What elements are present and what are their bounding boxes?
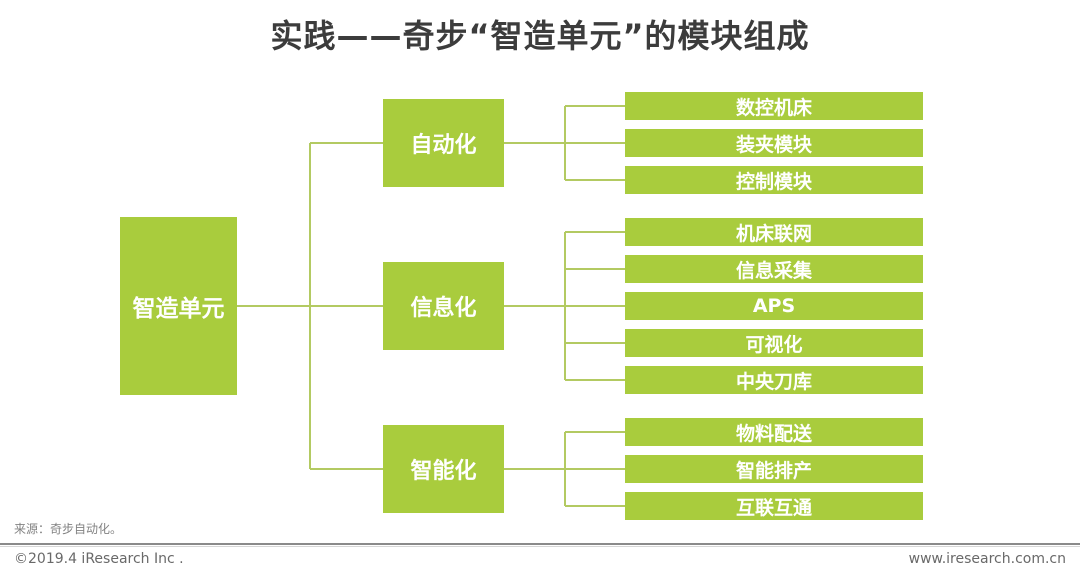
leaf-node-1-1: 数控机床 — [625, 92, 923, 120]
footer-divider — [0, 543, 1080, 547]
connector-line — [565, 231, 625, 233]
connector-line — [565, 268, 625, 270]
leaf-node-2-1: 机床联网 — [625, 218, 923, 246]
branch-node-1: 自动化 — [383, 99, 504, 187]
connector-line — [565, 105, 625, 107]
leaf-node-2-4: 可视化 — [625, 329, 923, 357]
leaf-node-2-2: 信息采集 — [625, 255, 923, 283]
leaf-node-2-3: APS — [625, 292, 923, 320]
root-node: 智造单元 — [120, 217, 237, 395]
connector-line — [237, 305, 310, 307]
connector-line — [565, 179, 625, 181]
connector-line — [504, 468, 565, 470]
page-title: 实践——奇步“智造单元”的模块组成 — [270, 17, 810, 55]
leaf-node-3-3: 互联互通 — [625, 492, 923, 520]
connector-line — [565, 379, 625, 381]
leaf-node-1-3: 控制模块 — [625, 166, 923, 194]
connector-line — [565, 142, 625, 144]
connector-line — [565, 305, 625, 307]
branch-node-3: 智能化 — [383, 425, 504, 513]
leaf-node-3-2: 智能排产 — [625, 455, 923, 483]
leaf-node-1-2: 装夹模块 — [625, 129, 923, 157]
connector-line — [504, 142, 565, 144]
connector-line — [310, 468, 383, 470]
connector-line — [310, 305, 383, 307]
leaf-node-3-1: 物料配送 — [625, 418, 923, 446]
connector-line — [565, 431, 625, 433]
connector-line — [565, 505, 625, 507]
branch-node-2: 信息化 — [383, 262, 504, 350]
source-note: 来源：奇步自动化。 — [14, 522, 123, 536]
connector-line — [565, 468, 625, 470]
leaf-node-2-5: 中央刀库 — [625, 366, 923, 394]
connector-line — [504, 305, 565, 307]
footer-copyright: ©2019.4 iResearch Inc . — [14, 551, 184, 567]
footer-website: www.iresearch.com.cn — [908, 551, 1066, 567]
connector-line — [310, 142, 383, 144]
connector-line — [565, 342, 625, 344]
